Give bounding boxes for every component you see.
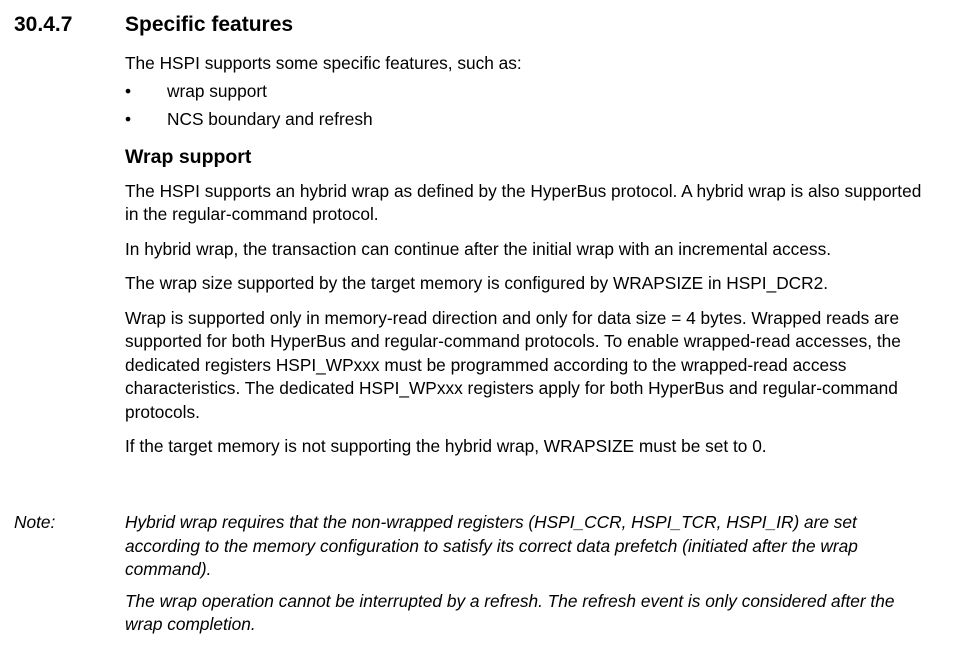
feature-list: • wrap support • NCS boundary and refres… bbox=[125, 80, 925, 132]
note-paragraph: Hybrid wrap requires that the non-wrappe… bbox=[125, 512, 858, 579]
note-body: Hybrid wrap requires that the non-wrappe… bbox=[125, 511, 925, 645]
note-paragraph: The wrap operation cannot be interrupted… bbox=[125, 590, 895, 635]
section-body: The HSPI supports some specific features… bbox=[125, 52, 925, 470]
list-item-text: wrap support bbox=[167, 80, 267, 101]
note-label: Note: bbox=[14, 512, 56, 532]
section-number: 30.4.7 bbox=[14, 13, 73, 36]
list-item-text: NCS boundary and refresh bbox=[167, 109, 373, 129]
subsection-title: Wrap support bbox=[125, 145, 252, 168]
paragraph: In hybrid wrap, the transaction can cont… bbox=[125, 238, 832, 259]
intro-paragraph: The HSPI supports some specific features… bbox=[125, 53, 522, 73]
paragraph: Wrap is supported only in memory-read di… bbox=[125, 307, 901, 422]
bullet-icon: • bbox=[125, 109, 132, 129]
paragraph: The wrap size supported by the target me… bbox=[125, 273, 829, 293]
list-item: • wrap support bbox=[125, 80, 925, 104]
paragraph: The HSPI supports an hybrid wrap as defi… bbox=[125, 180, 922, 225]
paragraph: If the target memory is not supporting t… bbox=[125, 436, 767, 456]
bullet-icon: • bbox=[125, 80, 132, 101]
list-item: • NCS boundary and refresh bbox=[125, 108, 925, 132]
section-title: Specific features bbox=[125, 13, 294, 36]
